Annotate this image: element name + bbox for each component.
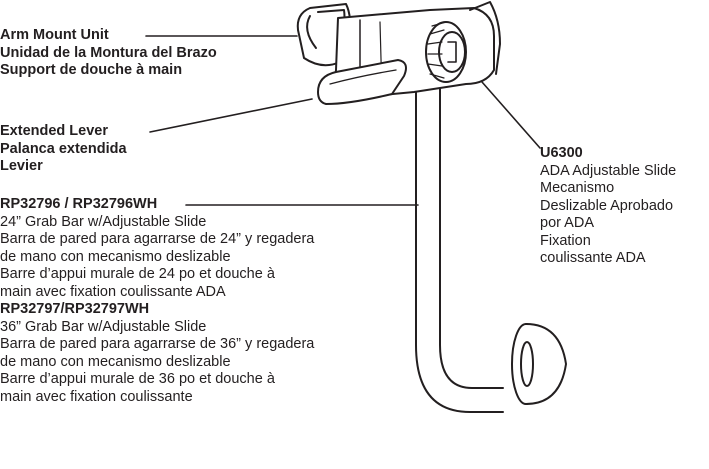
grab-bar-callout: RP32796 / RP32796WH 24” Grab Bar w/Adjus…: [0, 196, 314, 406]
rp32797-desc-line: Barra de pared para agarrarse de 36” y r…: [0, 336, 315, 352]
u6300-leader: [481, 81, 541, 149]
extended-lever-title-es: Palanca extendida: [0, 140, 127, 157]
wall-flange: [511, 323, 567, 405]
u6300-desc-line: Mecanismo: [540, 180, 615, 196]
rp32797-desc-line: Barre d’appui murale de 36 po et douche …: [0, 371, 275, 387]
extended-lever-callout: Extended Lever Palanca extendida Levier: [0, 123, 127, 176]
u6300-desc-line: Fixation: [540, 232, 591, 249]
u6300-desc-line: ADA Adjustable Slide: [540, 162, 677, 179]
arm-mount-title: Arm Mount Unit: [0, 27, 109, 43]
u6300-part-number: U6300: [540, 145, 583, 161]
extended-lever-title: Extended Lever: [0, 123, 108, 139]
rp32796-part-number: RP32796 / RP32796WH: [0, 196, 158, 212]
arm-mount-callout: Arm Mount Unit Unidad de la Montura del …: [0, 27, 217, 80]
rp32796-desc-line: Barra de pared para agarrarse de 24” y r…: [0, 231, 315, 247]
rp32797-desc-line: 36” Grab Bar w/Adjustable Slide: [0, 318, 207, 335]
u6300-desc-line: por ADA: [540, 215, 594, 231]
arm-mount-unit: [296, 1, 501, 105]
rp32797-part-number: RP32797/RP32797WH: [0, 301, 150, 317]
u6300-desc-line: Deslizable Aprobado: [540, 197, 674, 214]
arm-mount-title-fr: Support de douche à main: [0, 62, 183, 78]
rp32797-desc-line: main avec fixation coulissante: [0, 388, 193, 405]
u6300-desc-line: coulissante ADA: [540, 250, 646, 266]
arm-mount-title-es: Unidad de la Montura del Brazo: [0, 44, 217, 61]
rp32796-desc-line: Barre d’appui murale de 24 po et douche …: [0, 266, 275, 282]
rp32796-desc-line: 24” Grab Bar w/Adjustable Slide: [0, 213, 207, 230]
rp32797-desc-line: de mano con mecanismo deslizable: [0, 353, 231, 370]
rp32796-desc-line: main avec fixation coulissante ADA: [0, 283, 226, 300]
u6300-callout: U6300 ADA Adjustable Slide Mecanismo Des…: [540, 145, 676, 268]
extended-lever-title-fr: Levier: [0, 158, 43, 174]
rp32796-desc-line: de mano con mecanismo deslizable: [0, 248, 231, 265]
grab-bar-tube: [415, 77, 504, 413]
extended-lever-leader: [149, 98, 313, 133]
